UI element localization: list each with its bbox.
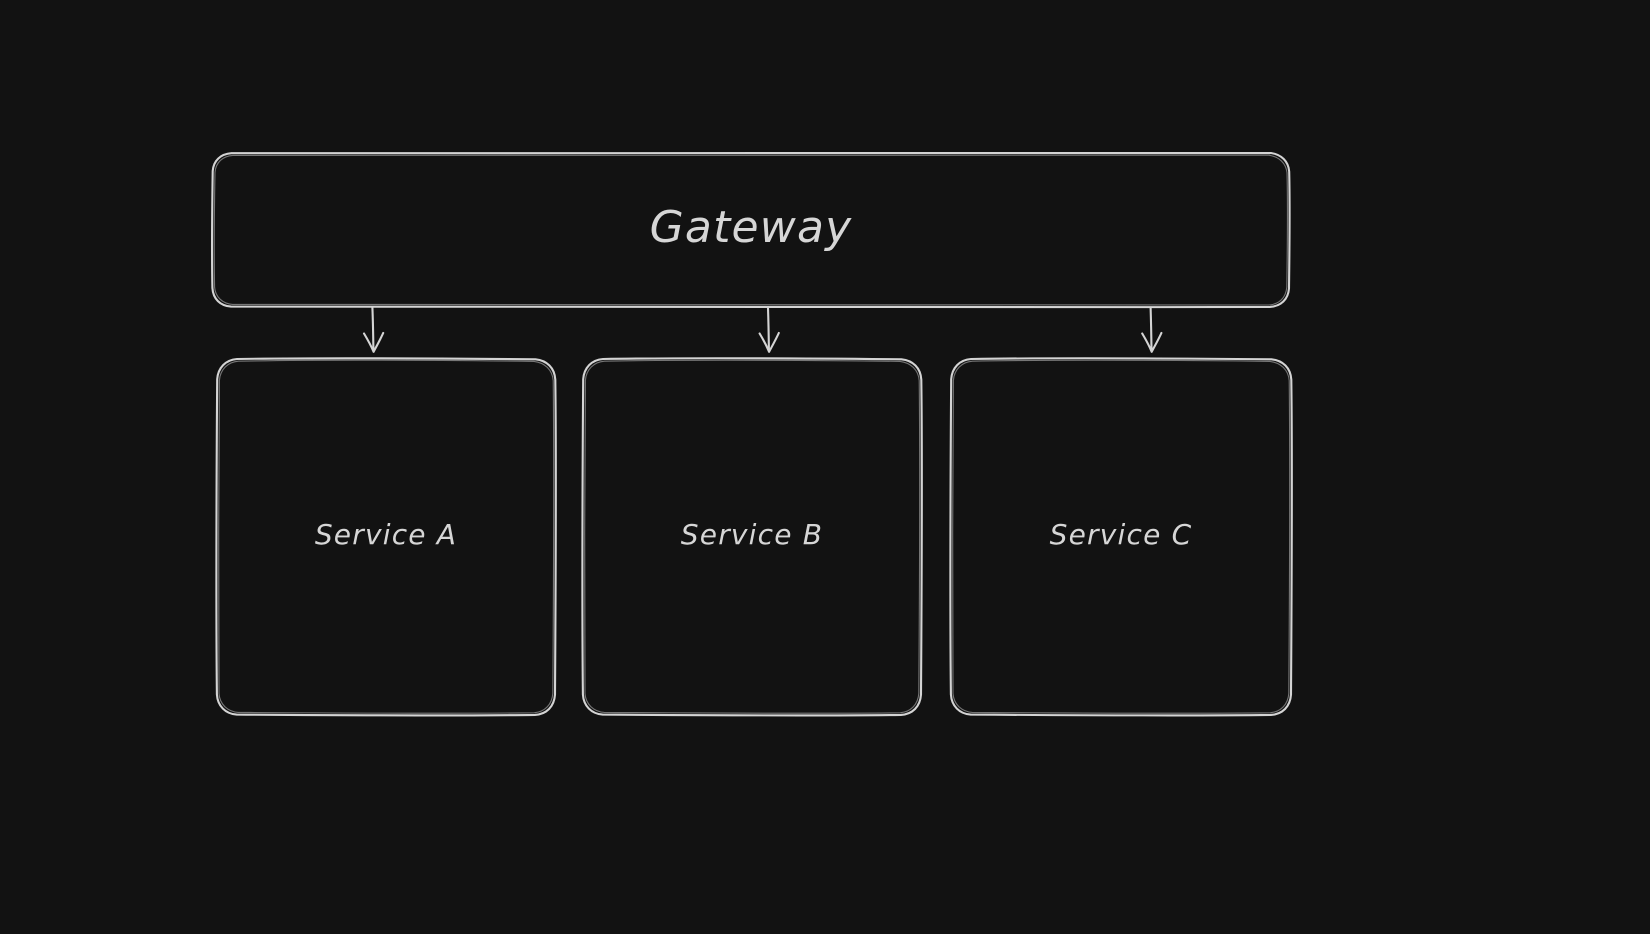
edge-gateway-service-a-line [371,306,375,352]
node-service-c[interactable] [949,357,1293,717]
gateway-box-outline [210,151,1291,309]
service-c-label: Service C [1049,518,1193,551]
edge-gateway-service-c-arrowhead [1141,331,1163,353]
service-a-box-outline-pass2 [218,359,555,714]
edge-gateway-service-c[interactable] [1141,306,1163,353]
edge-gateway-service-b-arrowhead [758,331,780,353]
edge-gateway-service-c-line [1149,306,1153,352]
edge-gateway-service-a-arrowhead [362,331,385,353]
service-a-box-outline [215,357,557,717]
node-service-b[interactable] [581,357,923,717]
service-c-box-outline [949,357,1293,717]
service-c-box-outline-pass2 [952,359,1291,714]
service-b-box-outline [581,357,923,717]
edge-gateway-service-a[interactable] [362,306,385,353]
node-service-a[interactable] [215,357,557,717]
service-b-label: Service B [680,518,824,551]
edge-gateway-service-b[interactable] [758,306,780,353]
gateway-label: Gateway [649,202,853,253]
service-b-box-outline-pass2 [584,359,921,714]
service-a-label: Service A [314,518,458,551]
edge-gateway-service-b-line [766,306,770,352]
